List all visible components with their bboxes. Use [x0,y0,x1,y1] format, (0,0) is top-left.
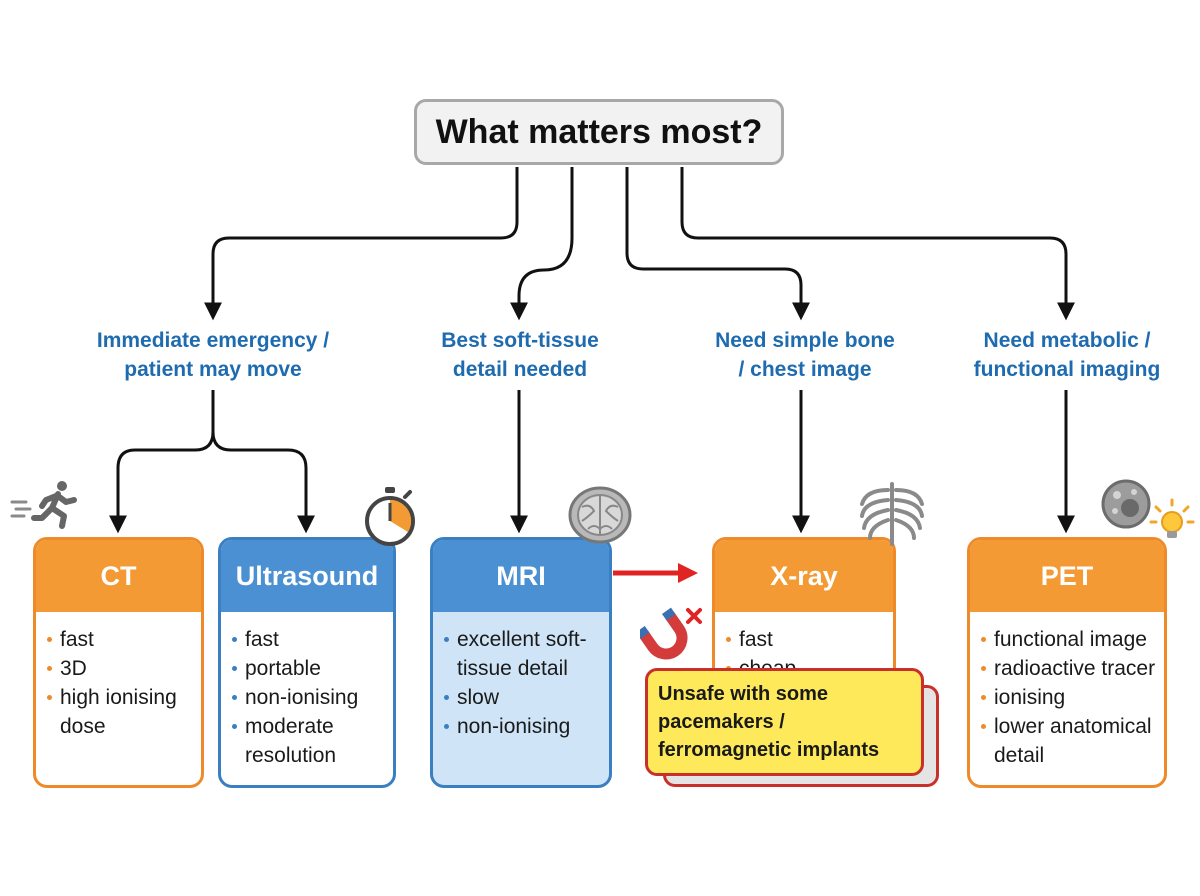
card-pet: PET functional image radioactive tracer … [967,537,1167,788]
arrow-emergency-split [109,390,215,534]
criterion-line: detail needed [452,358,588,381]
card-pet-title: PET [970,540,1164,612]
card-pet-item: radioactive tracer [980,654,1158,683]
card-mri-title: MRI [433,540,609,612]
card-ct-item: high ionising [46,683,195,712]
warning-line: Unsafe with some [658,683,829,705]
card-mri-item: excellent soft- [443,625,603,654]
card-pet-item: lower anatomical [980,712,1158,741]
magnet-icon [640,607,702,660]
warning-line: ferromagnetic implants [658,739,880,761]
card-ultrasound-item: fast [231,625,387,654]
card-pet-item: detail [994,744,1045,767]
card-mri: MRI excellent soft- tissue detail slow n… [430,537,612,788]
card-ct: CT fast 3D high ionising dose [33,537,204,788]
card-pet-item: ionising [980,683,1158,712]
card-mri-item: slow [443,683,603,712]
criterion-line: Best soft-tissue [441,329,599,352]
criterion-soft-tissue: Best soft-tissue detail needed [375,326,665,384]
card-ultrasound-item: portable [231,654,387,683]
warning-line: pacemakers / [658,711,785,733]
criterion-line: Need simple bone [715,329,895,352]
criterion-line: Immediate emergency / [96,329,330,352]
arrow-to-metabolic [680,167,1075,321]
brain-scan-icon [568,486,632,544]
criterion-emergency: Immediate emergency / patient may move [68,326,358,384]
cell-icon [1101,479,1151,529]
warning-note: Unsafe with some pacemakers / ferromagne… [645,668,924,776]
card-mri-item: non-ionising [443,712,603,741]
root-question: What matters most? [414,99,784,165]
card-mri-item: tissue detail [457,657,568,680]
arrow-to-emergency [204,167,519,321]
criterion-metabolic: Need metabolic / functional imaging [922,326,1200,384]
stopwatch-icon [365,487,415,546]
card-pet-item: functional image [980,625,1158,654]
criterion-line: Need metabolic / [983,329,1151,352]
card-ultrasound: Ultrasound fast portable non-ionising mo… [218,537,396,788]
arrow-emergency-split-ultrasound [211,431,315,534]
lightbulb-icon [1149,498,1195,538]
criterion-line: / chest image [738,358,872,381]
running-person-icon [10,481,77,529]
card-ultrasound-item: non-ionising [231,683,387,712]
arrow-to-soft-tissue [510,167,574,321]
card-ultrasound-title: Ultrasound [221,540,393,612]
ribcage-icon [860,482,924,546]
card-ct-item: dose [60,715,106,738]
card-ultrasound-item: moderate [231,712,387,741]
criterion-line: patient may move [124,358,302,381]
criterion-line: functional imaging [973,358,1161,381]
card-ultrasound-item: resolution [245,744,337,767]
card-xray-item: fast [725,625,887,654]
arrow-to-bone [625,167,810,321]
card-ct-item: 3D [46,654,195,683]
card-xray-title: X-ray [715,540,893,612]
criterion-bone: Need simple bone / chest image [660,326,950,384]
card-ct-title: CT [36,540,201,612]
card-ct-item: fast [46,625,195,654]
